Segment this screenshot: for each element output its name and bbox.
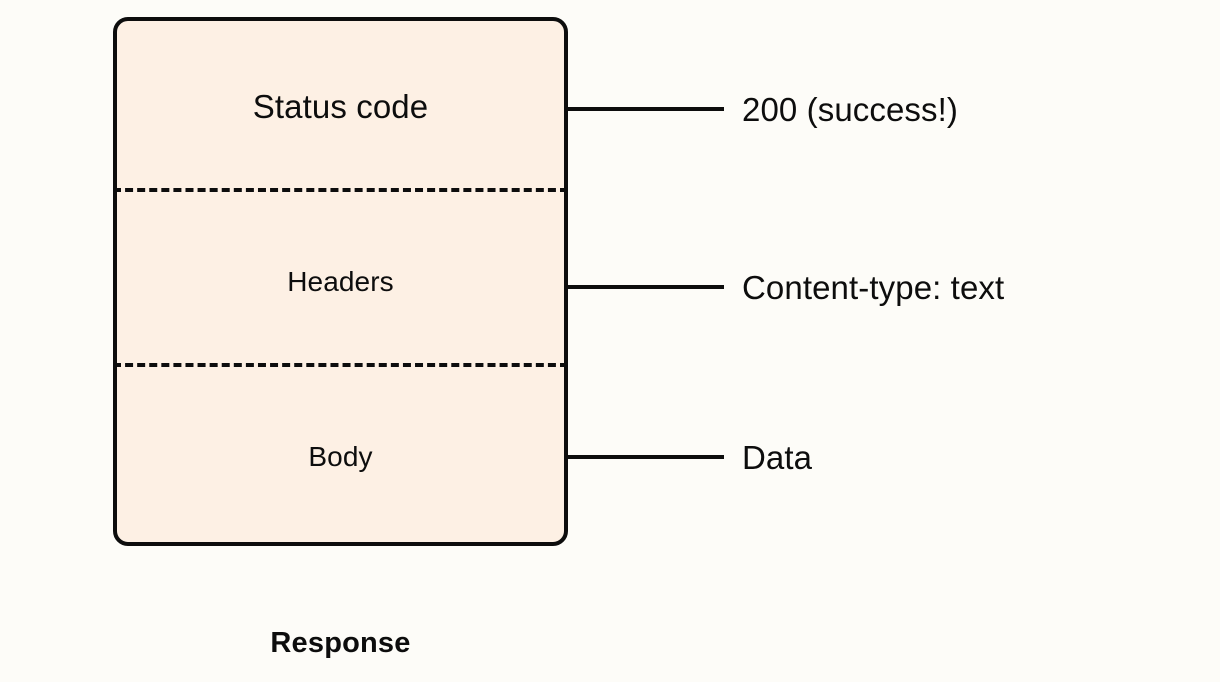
- divider-headers-body: [113, 363, 568, 367]
- connector-line-status-code: [566, 107, 724, 111]
- section-body-label: Body: [308, 440, 373, 472]
- divider-status-headers: [113, 188, 568, 192]
- connector-line-headers: [566, 285, 724, 289]
- section-status-code: Status code: [117, 21, 564, 192]
- annotation-headers: Content-type: text: [742, 269, 1005, 306]
- section-headers: Headers: [117, 196, 564, 368]
- diagram-caption: Response: [270, 627, 411, 659]
- section-headers-label: Headers: [287, 265, 394, 297]
- annotation-status-code: 200 (success!): [742, 91, 958, 128]
- connector-line-body: [566, 455, 724, 459]
- section-body: Body: [117, 372, 564, 542]
- annotation-body: Data: [742, 439, 813, 476]
- section-status-code-label: Status code: [252, 87, 429, 125]
- response-box: Status code Headers Body: [113, 17, 568, 546]
